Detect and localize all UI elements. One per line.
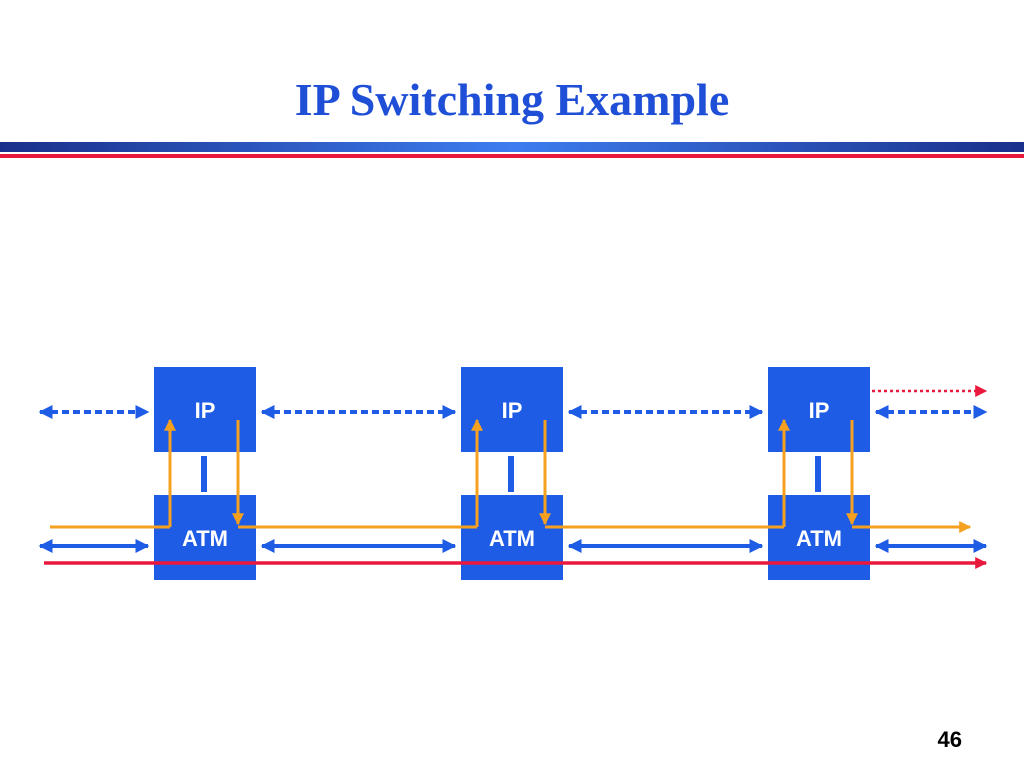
underline-red-band <box>0 154 1024 158</box>
ip-box-label: IP <box>195 398 216 423</box>
title-underline <box>0 142 1024 158</box>
ip-atm-connector <box>201 456 207 492</box>
ip-box-label: IP <box>809 398 830 423</box>
atm-box-label: ATM <box>489 526 535 551</box>
page-number: 46 <box>937 727 962 752</box>
ip-atm-connector <box>815 456 821 492</box>
atm-box-label: ATM <box>182 526 228 551</box>
slide-title: IP Switching Example <box>294 74 730 125</box>
ip-atm-connector <box>508 456 514 492</box>
orange-hop-flow <box>50 418 972 533</box>
underline-blue-band <box>0 142 1024 152</box>
ip-box-label: IP <box>502 398 523 423</box>
atm-box-label: ATM <box>796 526 842 551</box>
